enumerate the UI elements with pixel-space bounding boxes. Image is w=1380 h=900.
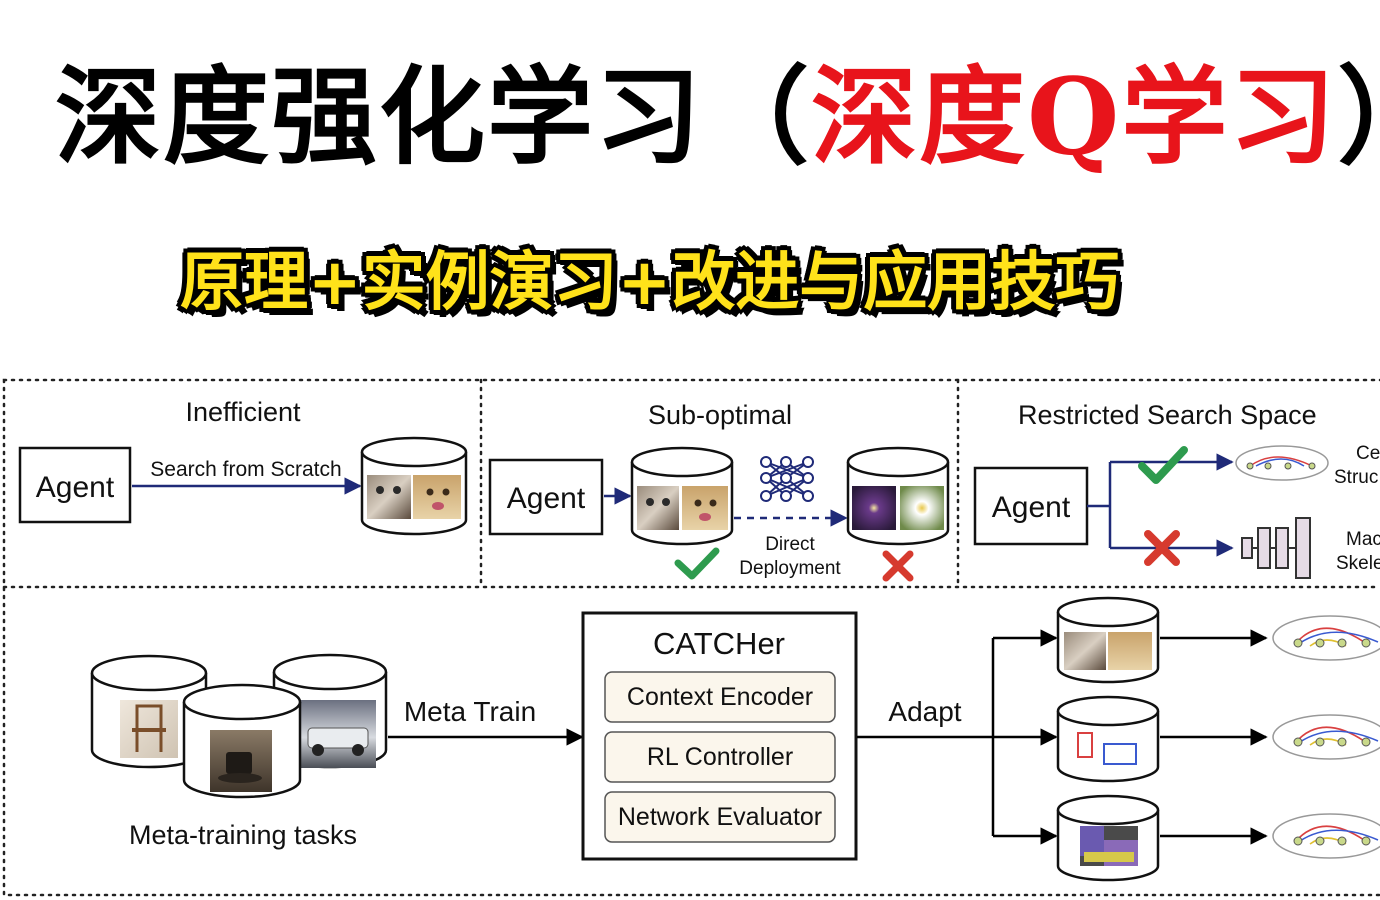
title-banner: 深度强化学习（深度Q学习） 原理+实例演习+改进与应用技巧 [0, 0, 1380, 370]
segmentation-task-database-icon [1056, 794, 1160, 882]
chair-database-icon [90, 654, 208, 769]
source-database-icon [630, 446, 734, 546]
suboptimal-heading: Sub-optimal [648, 400, 792, 430]
agent-label: Agent [36, 471, 115, 504]
dog-image [1108, 632, 1152, 670]
panel-inefficient: Inefficient Agent Search from Scratch [18, 397, 468, 536]
macro-label-line2: Skele [1336, 553, 1380, 574]
panel-suboptimal: Sub-optimal Agent Direct De [488, 400, 950, 582]
meta-training-tasks-label: Meta-training tasks [129, 820, 357, 850]
deploy-label-line1: Direct [765, 534, 815, 555]
check-icon [1138, 446, 1188, 484]
cat-image [637, 486, 679, 530]
main-title: 深度强化学习（深度Q学习） [55, 52, 1380, 182]
dog-image [682, 486, 728, 530]
module-label: Network Evaluator [618, 803, 822, 831]
rl-controller-module: RL Controller [604, 731, 836, 783]
cell-label-line1: Ce [1356, 443, 1380, 464]
meta-training-section: Meta-training tasks [90, 653, 388, 850]
check-icon [674, 547, 720, 580]
architecture-output-icon [1272, 813, 1380, 859]
dog-image [413, 475, 461, 519]
cat-image [367, 475, 411, 519]
agent-box: Agent [18, 446, 132, 524]
car-database-icon [272, 653, 388, 769]
agent-box: Agent [488, 458, 604, 536]
adapt-arrows [857, 629, 1268, 845]
title-red-part: 深度Q学习 [811, 54, 1338, 179]
restricted-heading: Restricted Search Space [1018, 400, 1317, 430]
cross-icon [1144, 530, 1180, 566]
catcher-title: CATCHer [653, 626, 785, 661]
agent-label: Agent [992, 491, 1071, 524]
context-encoder-module: Context Encoder [604, 671, 836, 723]
cell-label-line2: Struc [1334, 467, 1378, 488]
cross-icon [882, 550, 914, 582]
subtitle: 原理+实例演习+改进与应用技巧 [180, 246, 1120, 320]
neural-network-icon [760, 456, 814, 502]
catcher-diagram: Inefficient Agent Search from Scratch Su… [2, 378, 1380, 897]
panel-frame [2, 378, 1380, 897]
dataset-database-icon [360, 436, 468, 536]
network-evaluator-module: Network Evaluator [604, 791, 836, 843]
module-label: Context Encoder [627, 683, 813, 711]
white-flower-image [900, 486, 944, 530]
adapt-label: Adapt [888, 696, 961, 727]
detection-task-database-icon [1056, 695, 1160, 783]
title-black-part: 深度强化学习（ [55, 54, 811, 179]
cat-image [1064, 632, 1106, 670]
agent-label: Agent [507, 482, 586, 515]
catcher-box: CATCHer Context Encoder RL Controller Ne… [581, 611, 858, 861]
module-label: RL Controller [647, 743, 793, 771]
architecture-output-icon [1272, 714, 1380, 760]
macro-skeleton-icon [1241, 517, 1311, 579]
architecture-output-icon [1272, 615, 1380, 661]
target-database-icon [846, 446, 950, 546]
cell-structure-icon [1235, 445, 1329, 481]
deploy-label-line2: Deployment [739, 558, 841, 579]
panel-restricted: Restricted Search Space Agent [973, 400, 1380, 579]
meta-train-label: Meta Train [404, 696, 536, 727]
purple-flower-image [852, 486, 896, 530]
title-close-paren: ） [1337, 54, 1380, 179]
search-label: Search from Scratch [150, 458, 341, 481]
pets-task-database-icon [1056, 596, 1160, 684]
inefficient-heading: Inefficient [185, 397, 301, 427]
macro-label-line1: Mac [1346, 529, 1380, 550]
cup-database-icon [182, 683, 302, 799]
agent-box: Agent [973, 466, 1089, 546]
